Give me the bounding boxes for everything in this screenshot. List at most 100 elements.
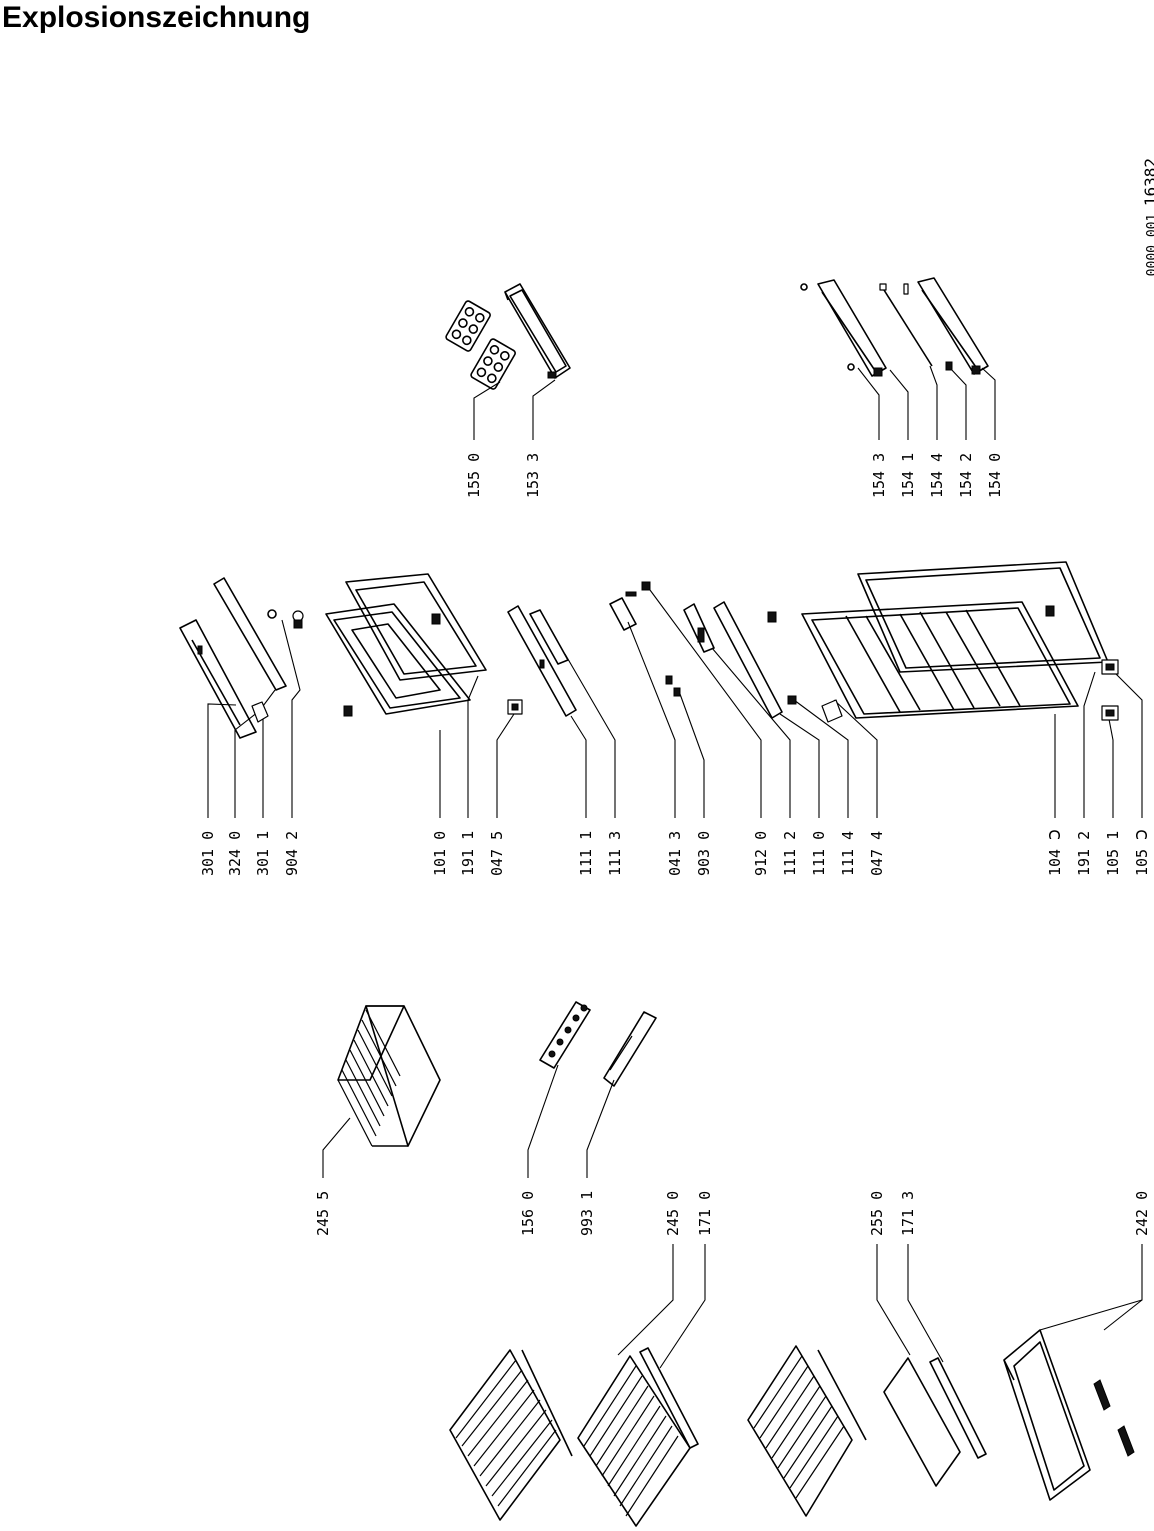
label-153-3: 153 3 [524,453,542,498]
leader-154-0 [981,367,996,440]
shelf-trim-171-0 [639,1347,699,1449]
wire-shelf-245-5 [337,1005,441,1147]
label-104-0: 104 Ↄ [1046,829,1064,876]
leader-171-3 [907,1244,944,1363]
label-154-1: 154 1 [899,453,917,498]
leader-111-0 [779,713,820,818]
ice-tray-993-1 [603,1011,657,1087]
doc-code: 0000 001 [1145,214,1154,277]
label-041-3: 041 3 [666,831,684,876]
label-154-4: 154 4 [928,453,946,498]
hinge-105-0 [1101,659,1119,675]
label-171-0: 171 0 [696,1191,714,1236]
document-reference: 16382 0000 001 [1141,158,1154,276]
label-111-2: 111 2 [781,831,799,876]
label-154-2: 154 2 [957,453,975,498]
leader-154-1 [889,369,909,440]
rod-154-1 [879,283,933,367]
rail-111-1 [507,605,577,717]
crisper-242-0 [1003,1329,1091,1501]
wire-shelf-3 [747,1345,867,1517]
gasket-191-1 [345,573,487,681]
wire-shelf-1 [449,1349,573,1521]
label-047-4: 047 4 [868,831,886,876]
leader-154-3 [857,367,880,440]
leader-903-0 [679,693,705,818]
screws-903-0 [665,675,681,697]
hinge-047-5 [507,699,523,715]
label-156-0: 156 0 [519,1191,537,1236]
door-104-0 [801,601,1079,719]
leader-111-2 [711,647,791,818]
leader-245-5 [322,1117,351,1178]
label-047-5: 047 5 [488,831,506,876]
label-301-1: 301 1 [254,831,272,876]
shelf-trim-171-3 [929,1357,987,1459]
leader-255-0 [876,1244,911,1356]
screw-912-0 [641,581,651,591]
screw-101 [343,705,353,717]
egg-trays [445,300,516,390]
label-111-3: 111 3 [606,831,624,876]
handle-301-0 [179,619,257,739]
egg-tray-156-0 [539,1001,591,1069]
leader-111-3 [564,653,616,818]
label-191-2: 191 2 [1075,831,1093,876]
leader-912-0 [649,589,762,818]
leader-242-0 [1039,1244,1143,1331]
leader-047-4 [833,699,878,818]
doc-number: 16382 [1141,158,1154,206]
label-255-0: 255 0 [868,1191,886,1236]
leader-111-1 [570,715,587,818]
leader-155-0 [473,381,501,440]
glass-shelf-255-0 [883,1357,961,1487]
label-301-0: 301 0 [199,831,217,876]
leader-047-5 [496,713,515,818]
leader-156-0 [527,1064,559,1178]
label-993-1: 993 1 [578,1191,596,1236]
screw-104 [767,611,777,623]
handle-strip-301-1 [213,577,287,691]
label-154-3: 154 3 [870,453,888,498]
label-101-0: 101 0 [431,831,449,876]
cover-324-0 [251,701,269,723]
label-245-0: 245 0 [664,1191,682,1236]
leader-245-0 [617,1244,674,1356]
wire-shelf-245-0 [577,1355,691,1527]
leader-105-0 [1111,669,1143,818]
label-324-0: 324 0 [226,831,244,876]
leader-153-3 [532,379,556,440]
leader-993-1 [586,1079,615,1178]
label-111-0: 111 0 [810,831,828,876]
label-245-5: 245 5 [314,1191,332,1236]
rail-111-3 [529,609,569,665]
door-rack-153-3 [504,283,571,379]
door-shelf-rails [845,609,1021,713]
label-191-1: 191 1 [459,831,477,876]
page-title: Explosionszeichnung [2,1,311,34]
part-labels: 245 5 156 0 993 1 245 0 171 0 255 0 171 … [199,453,1151,1236]
label-903-0: 903 0 [695,831,713,876]
leader-154-4 [929,365,938,440]
hinge-047-4 [821,699,843,723]
door-rack-154-3 [800,279,887,377]
leader-191-2 [1083,671,1096,818]
rail-111-0 [713,601,783,719]
leader-904-2 [281,619,301,818]
label-912-0: 912 0 [752,831,770,876]
screw-111-4 [787,695,797,705]
leader-191-1 [467,675,479,818]
label-105-0: 105 Ↄ [1133,829,1151,876]
rail-111-2 [683,603,715,653]
label-904-2: 904 2 [283,831,301,876]
leader-154-2 [949,367,967,440]
door-rack-154-0 [917,277,989,375]
leader-105-1 [1107,713,1114,818]
label-155-0: 155 0 [465,453,483,498]
gasket-191-2 [857,561,1109,673]
leader-111-4 [793,699,849,818]
leader-041-3 [627,621,676,818]
leader-171-0 [659,1244,706,1369]
crisper-parts [1093,1379,1135,1457]
